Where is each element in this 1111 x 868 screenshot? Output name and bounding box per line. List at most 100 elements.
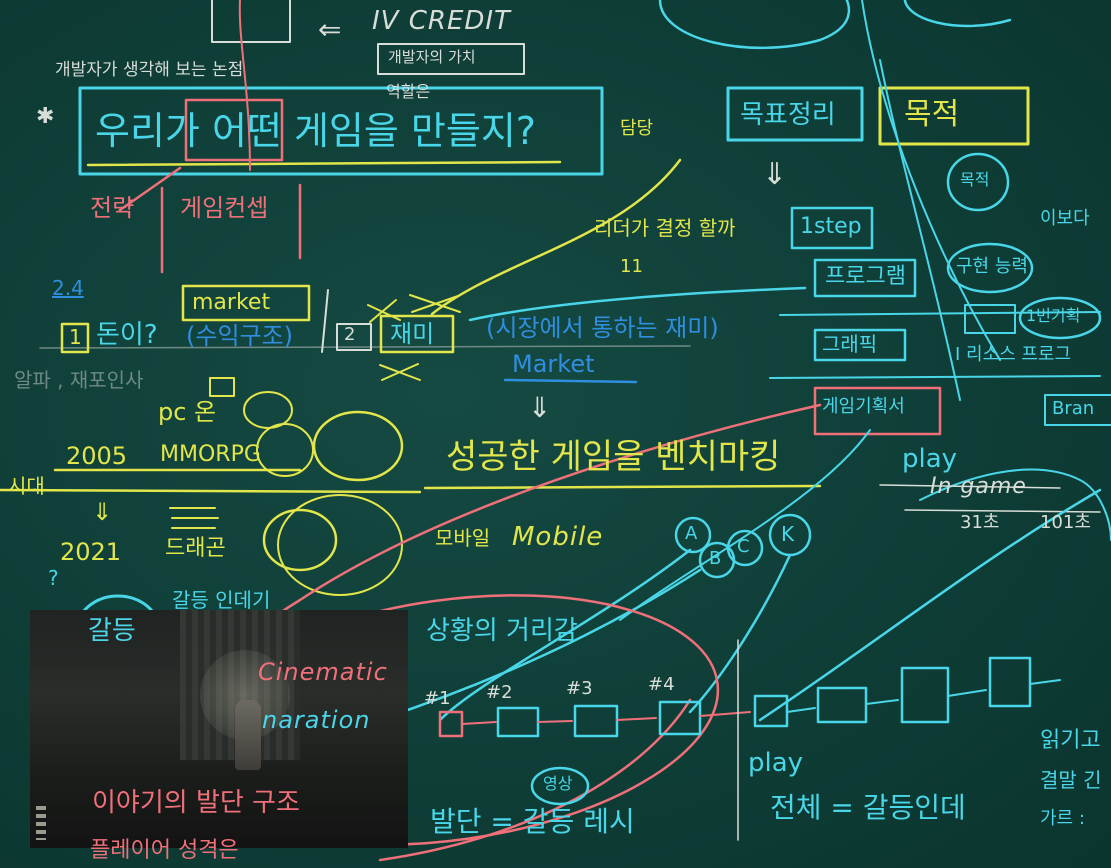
situation-label: 상황의 거리감 (426, 616, 578, 646)
market-label: market (192, 290, 271, 315)
question-box (78, 86, 604, 176)
pc-label: pc 온 (158, 398, 217, 426)
program-box (813, 258, 917, 298)
label-c: C (737, 536, 750, 557)
number-tag: 2.4 (52, 276, 84, 300)
yellow-swirl-5 (277, 494, 403, 596)
item2-number: 2 (344, 324, 356, 345)
time-31: 31초 (960, 512, 1000, 533)
item1-number: 1 (69, 325, 82, 349)
right-edge-4: Bran (1052, 398, 1095, 419)
dev-value-box (377, 43, 525, 75)
yellow-long-curve (430, 158, 682, 316)
purpose-box-label: 목적 (904, 97, 960, 132)
cyan-curve-3 (688, 553, 792, 714)
right-edge-3: Ⅰ 리소스 프로그 (955, 344, 1072, 365)
role-annotation: 역할은 (386, 82, 431, 101)
goal-box-label: 목표정리 (740, 100, 836, 130)
chalk-midline (39, 345, 691, 349)
node-label-2: #2 (486, 682, 513, 703)
cyan-curve-4 (758, 488, 1102, 722)
vertical-line-1 (861, 0, 1001, 361)
right-bottom-1: 읽기고 (1040, 728, 1101, 753)
yellow-swirl-1 (243, 391, 293, 429)
right-bottom-2: 결말 긴 (1040, 768, 1102, 792)
box-right-1 (964, 304, 1016, 334)
top-right-ellipse (903, 0, 1012, 28)
graphics-label: 그래픽 (822, 332, 878, 356)
node-arrows-2 (786, 679, 1061, 713)
right-edge-2: 1번기획 (1026, 306, 1081, 325)
program-label: 프로그램 (825, 264, 906, 289)
node-8 (988, 656, 1032, 708)
ingame-arc (919, 468, 1111, 541)
time-101: 101초 (1040, 512, 1091, 533)
right-long-lines (769, 311, 1101, 379)
item1-box (60, 322, 90, 354)
market-underline (503, 378, 638, 384)
era-label: 시대 (8, 474, 45, 498)
cinematic-label: Cinematic (258, 658, 388, 686)
question-underline (86, 160, 562, 167)
mobile-label: Mobile (512, 522, 604, 552)
benchmark-underline (423, 484, 822, 490)
year-2021: 2021 (60, 538, 122, 566)
node-label-3: #3 (566, 678, 593, 699)
quote-marks: 11 (620, 256, 643, 277)
cyan-curve-1 (438, 548, 692, 722)
pink-stem (238, 0, 251, 171)
player-line: 플레이어 성격은 (90, 838, 239, 863)
label-b: B (709, 548, 722, 569)
node-arrows (461, 711, 751, 725)
node-4 (658, 700, 702, 736)
item2-box (336, 323, 372, 351)
label-a: A (685, 523, 698, 544)
leader-decides: 리더가 결정 할까 (594, 216, 736, 240)
circle-ability (946, 242, 1034, 294)
circle-purpose-label: 목적 (960, 170, 990, 189)
design-doc-label: 게임기획서 (822, 396, 905, 417)
circle-right-1 (1018, 296, 1102, 340)
cyan-goal-box (726, 86, 864, 142)
yellow-swirl-4 (262, 508, 338, 572)
conflict-label: 갈등 (88, 616, 136, 646)
yellow-swirl-3 (312, 410, 404, 482)
iv-credit: IV CREDIT (372, 6, 511, 36)
small-question: ? (48, 566, 59, 590)
era-line (0, 488, 422, 494)
play-label-right: play (902, 444, 958, 474)
design-box (813, 386, 942, 436)
caption-line: 개발자가 생각해 보는 논점 (55, 60, 244, 80)
story-box-label: 이야기의 발단 구조 (92, 788, 300, 818)
development-line: 발단 = 갈등 레시 (430, 805, 635, 838)
game-concept-label: 게임컨셉 (180, 194, 269, 222)
in-game-label: In game (930, 474, 1027, 499)
benchmark-text: 성공한 게임을 벤치마킹 (446, 437, 781, 477)
story-conflict-label: 갈등 인데기 (172, 588, 271, 612)
video-thumbnail[interactable] (30, 610, 408, 848)
total-equation: 전체 = 갈등인데 (770, 791, 966, 824)
fun-box (379, 314, 455, 354)
video-tag: 영상 (543, 774, 573, 793)
item1-revenue: (수익구조) (186, 322, 294, 350)
genre-2021: 드래곤 (165, 536, 226, 561)
white-slash (321, 289, 329, 353)
highlight-box (184, 98, 284, 162)
checkbox-sketch (211, 0, 291, 43)
mobile-prefix: 모바일 (435, 526, 491, 550)
ability-label: 구현 능력 (956, 256, 1028, 277)
market-box (181, 284, 311, 322)
down-arrow-icon-2: ⇓ (528, 391, 552, 424)
step-box (790, 206, 874, 250)
left-arrow-icon: ⇐ (318, 13, 342, 46)
star-icon: ✱ (36, 104, 55, 129)
market-caption: Market (512, 350, 595, 378)
cyan-curve-5 (619, 429, 871, 621)
node-6 (816, 686, 868, 724)
item1-money: 돈이? (96, 320, 158, 350)
pc-box (209, 377, 235, 397)
right-bottom-3: 가르 : (1040, 808, 1085, 829)
yellow-swirl-2 (256, 423, 314, 477)
